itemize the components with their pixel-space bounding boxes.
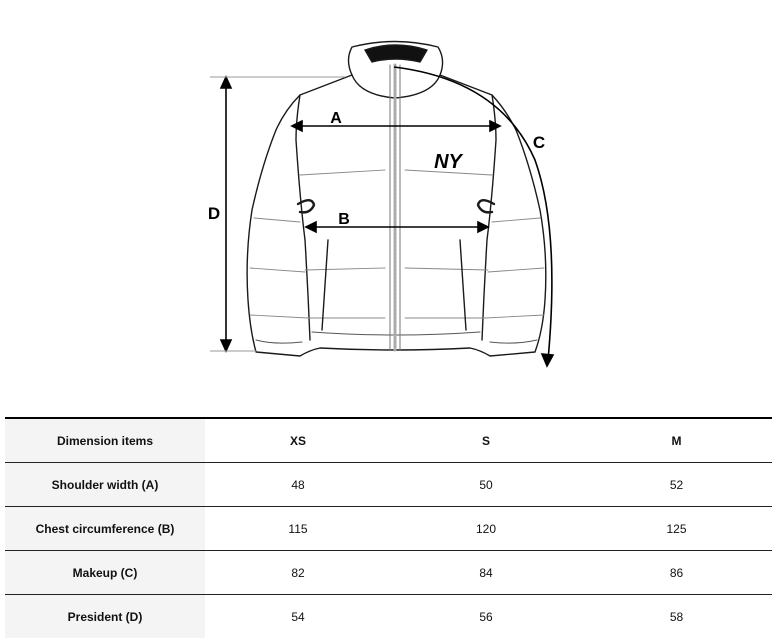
size-chart-table: Dimension items XS S M Shoulder width (A… (5, 417, 772, 638)
table-cell: 84 (391, 550, 581, 595)
header-cell-m: M (581, 418, 772, 463)
table-row: Shoulder width (A) 48 50 52 (5, 462, 772, 507)
jacket-measurement-diagram: NY A B C D (208, 40, 555, 368)
table-cell: 48 (205, 462, 391, 507)
label-d: D (208, 204, 220, 223)
table-row: Makeup (C) 82 84 86 (5, 550, 772, 595)
header-cell-dimension-items: Dimension items (5, 418, 205, 463)
table-cell: 58 (669, 609, 684, 624)
table-cell: 56 (479, 609, 493, 624)
table-cell: 125 (581, 506, 772, 551)
label-a: A (330, 110, 342, 127)
table-cell: 50 (391, 462, 581, 507)
table-row: Chest circumference (B) 115 120 125 (5, 506, 772, 551)
header-cell-xs: XS (205, 418, 391, 463)
table-cell: 52 (581, 462, 772, 507)
row-label: President (D) (5, 594, 205, 638)
table-row: President (D) 54 56 58 (5, 594, 772, 638)
table-cell: 120 (391, 506, 581, 551)
ny-logo: NY (434, 151, 463, 173)
label-c: C (533, 133, 545, 152)
table-cell: 54 (291, 609, 305, 624)
row-label: Chest circumference (B) (5, 506, 205, 551)
measurement-lines (210, 66, 555, 368)
label-b: B (338, 211, 350, 228)
jacket-illustration (246, 40, 547, 357)
header-cell-s: S (391, 418, 581, 463)
table-header-row: Dimension items XS S M (5, 418, 772, 463)
table-cell: 115 (205, 506, 391, 551)
row-label: Makeup (C) (5, 550, 205, 595)
table-cell: 86 (581, 550, 772, 595)
row-label: Shoulder width (A) (5, 462, 205, 507)
table-cell: 82 (205, 550, 391, 595)
